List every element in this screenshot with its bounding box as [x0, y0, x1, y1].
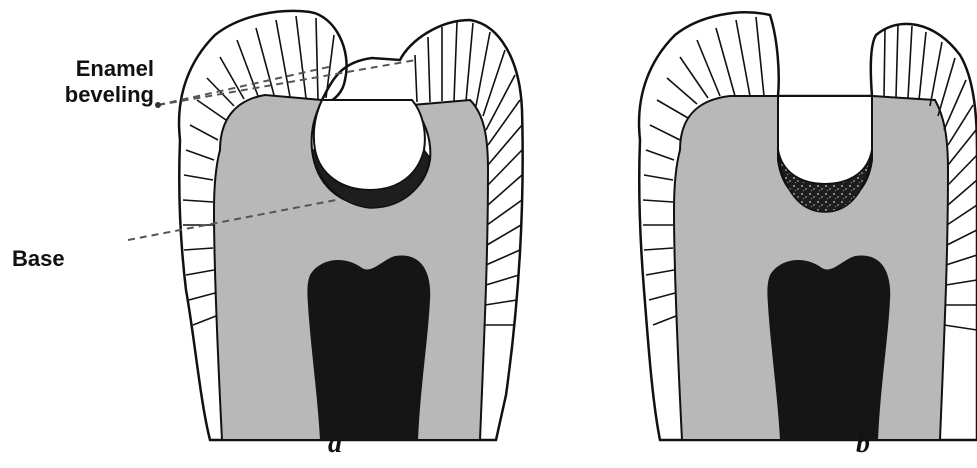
panel-a-tooth [179, 11, 523, 440]
panel-a-pulp [307, 255, 430, 440]
panel-b-tooth [639, 12, 977, 440]
enamel-beveling-label: Enamel beveling [44, 56, 154, 109]
enamel-label-line2: beveling [44, 82, 154, 108]
base-label: Base [12, 246, 65, 272]
panel-b-pulp [767, 255, 890, 440]
panel-b-cavity [778, 96, 872, 184]
panel-b-caption: b [856, 428, 870, 460]
leader-anchor-dot [155, 102, 161, 108]
enamel-label-line1: Enamel [44, 56, 154, 82]
panel-a-caption: a [328, 428, 342, 460]
